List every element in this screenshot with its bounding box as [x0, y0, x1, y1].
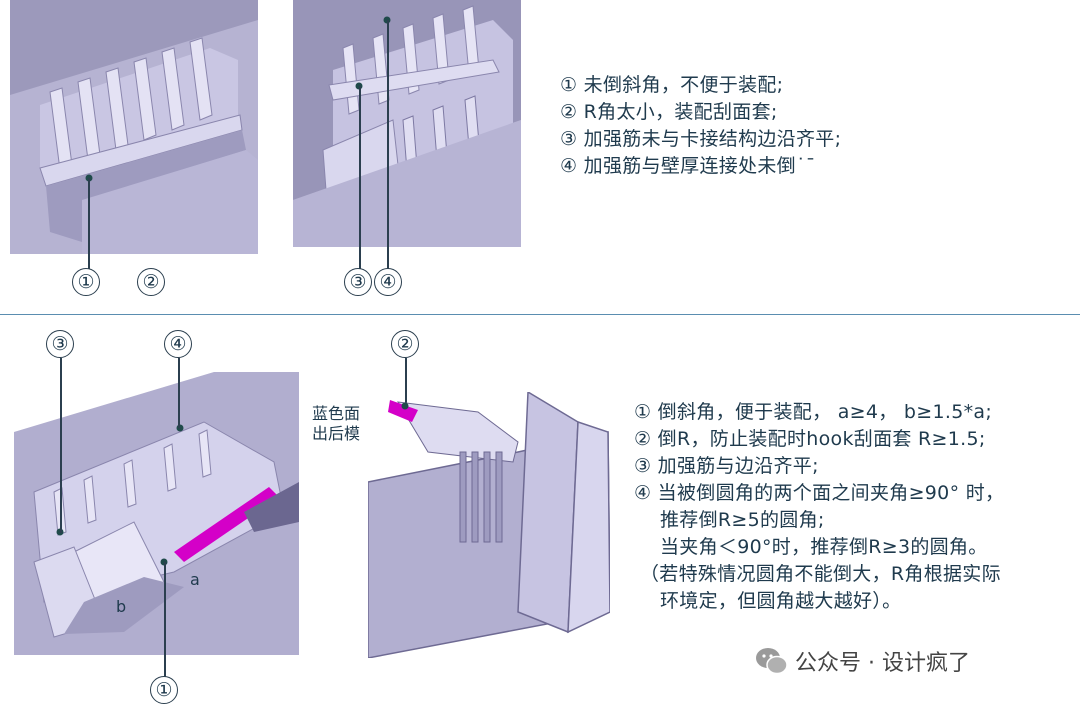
wechat-icon [756, 648, 788, 675]
leader-line-bottom-1 [164, 562, 166, 677]
top-note-4: ④ 加强筋与壁厚连接处未倒˙ˉ [560, 155, 816, 177]
bottom-notes: ① 倒斜角，便于装配， a≥4， b≥1.5*a; ② 倒R，防止装配时hook… [634, 399, 1004, 615]
marker-4-bottom: ④ [164, 330, 192, 358]
bottom-left-render [14, 372, 299, 655]
clip-part-render-3 [14, 372, 299, 655]
marker-3: ③ [344, 268, 372, 296]
bottom-note-4d: （若特殊情况圆角不能倒大，R角根据实际 [640, 563, 1001, 585]
bottom-note-3: ③ 加强筋与边沿齐平; [634, 455, 819, 477]
leader-line-bottom-4 [178, 358, 180, 428]
top-note-2: ② R角太小，装配刮面套; [560, 101, 778, 123]
marker-2: ② [137, 268, 165, 296]
watermark: 公众号 · 设计疯了 [755, 645, 970, 677]
clip-part-render-1 [10, 0, 258, 254]
bottom-note-4e: 环境定，但圆角越大越好）。 [660, 590, 902, 612]
marker-1: ① [72, 268, 100, 296]
top-note-3: ③ 加强筋未与卡接结构边沿齐平; [560, 128, 842, 150]
leader-line-bottom-3 [60, 358, 62, 533]
marker-3-bottom: ③ [46, 330, 74, 358]
top-left-render [10, 0, 258, 254]
top-middle-render [293, 0, 521, 247]
leader-line-top-4 [387, 20, 389, 270]
bottom-note-1: ① 倒斜角，便于装配， a≥4， b≥1.5*a; [634, 401, 993, 423]
top-notes: ① 未倒斜角，不便于装配; ② R角太小，装配刮面套; ③ 加强筋未与卡接结构边… [560, 72, 841, 180]
leader-line-top-1 [88, 178, 90, 270]
bottom-note-4: ④ 当被倒圆角的两个面之间夹角≥90° 时， [634, 482, 1005, 504]
leader-line-top-3 [359, 86, 361, 270]
section-divider [0, 314, 1080, 315]
dimension-a: a [190, 570, 200, 589]
bottom-note-2: ② 倒R，防止装配时hook刮面套 R≥1.5; [634, 428, 986, 450]
marker-4: ④ [374, 268, 402, 296]
clip-part-render-2 [293, 0, 521, 247]
marker-1-bottom: ① [150, 676, 178, 704]
clip-part-render-4 [368, 392, 610, 658]
bottom-middle-render [368, 392, 610, 658]
bottom-note-4b: 推荐倒R≥5的圆角; [660, 509, 825, 531]
leader-line-bottom-2 [405, 358, 407, 406]
watermark-text: 公众号 · 设计疯了 [795, 651, 970, 676]
dimension-b: b [116, 597, 127, 616]
marker-2-bottom: ② [391, 330, 419, 358]
bottom-note-4c: 当夹角＜90°时，推荐倒R≥3的圆角。 [660, 536, 988, 558]
top-note-1: ① 未倒斜角，不便于装配; [560, 74, 784, 96]
rear-mold-note: 蓝色面 出后模 [312, 404, 361, 443]
